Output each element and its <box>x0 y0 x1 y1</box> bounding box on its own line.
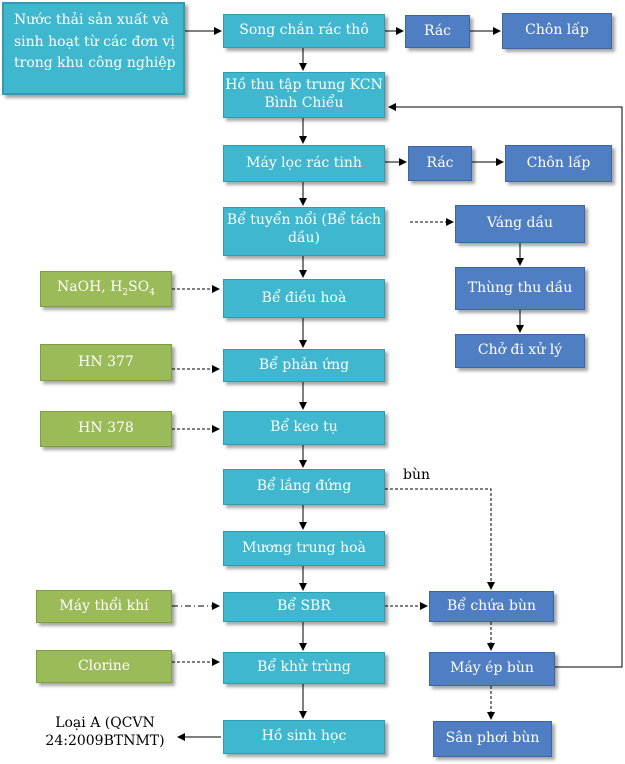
oil-tank-box: Thùng thu dầu <box>455 267 585 310</box>
hn378-box: HN 378 <box>40 411 172 447</box>
arrow-press-return-to-collect <box>388 103 623 668</box>
trash-box-2: Rác <box>408 146 472 181</box>
collection-pond-label: Hồ thu tập trung KCN Bình Chiểu <box>225 77 383 111</box>
coagulation-tank-label: Bể keo tụ <box>270 419 338 436</box>
trash-box-1: Rác <box>405 15 470 48</box>
chlorine-box: Clorine <box>36 650 172 683</box>
effluent-standard-line1: Loại A (QCVN <box>55 715 155 731</box>
air-blower-label: Máy thổi khí <box>59 597 149 614</box>
effluent-standard-line2: 24:2009BTNMT) <box>45 733 165 750</box>
sludge-flow-label: bùn <box>403 467 430 483</box>
neutralization-channel-label: Mương trung hoà <box>242 539 366 556</box>
oil-tank-label: Thùng thu dầu <box>467 279 573 296</box>
sbr-tank-label: Bể SBR <box>277 598 331 615</box>
sludge-tank-box: Bể chứa bùn <box>429 591 554 622</box>
settling-tank-label: Bể lắng đứng <box>256 478 352 495</box>
drying-bed-box: Sân phơi bùn <box>433 721 552 757</box>
chlorine-label: Clorine <box>77 657 131 674</box>
landfill-box-2: Chôn lấp <box>505 145 612 182</box>
coagulation-tank-box: Bể keo tụ <box>223 411 385 445</box>
hn377-box: HN 377 <box>40 344 172 381</box>
landfill-label-1: Chôn lấp <box>525 22 589 39</box>
coarse-screen-label: Song chắn rác thô <box>239 22 369 39</box>
sludge-press-label: Máy ép bùn <box>450 660 534 677</box>
neutralization-channel-box: Mương trung hoà <box>223 531 385 566</box>
collection-pond-box: Hồ thu tập trung KCN Bình Chiểu <box>223 72 385 118</box>
wastewater-source-label: Nước thải sản xuất và sinh hoạt từ các đ… <box>14 12 176 72</box>
oil-scum-box: Váng dầu <box>455 205 585 243</box>
oil-transport-box: Chở đi xử lý <box>455 334 585 368</box>
arrow-settling-sludge-to-tank <box>385 488 495 590</box>
oil-scum-label: Váng dầu <box>486 215 554 232</box>
drying-bed-label: Sân phơi bùn <box>445 730 540 747</box>
wastewater-source-box: Nước thải sản xuất và sinh hoạt từ các đ… <box>2 2 185 95</box>
disinfection-tank-label: Bể khử trùng <box>257 659 351 676</box>
landfill-label-2: Chôn lấp <box>526 154 591 171</box>
flotation-tank-box: Bể tuyển nổi (Bể tách dầu) <box>223 207 385 256</box>
fine-screen-box: Máy lọc rác tinh <box>223 145 385 182</box>
trash-label-2: Rác <box>426 154 454 171</box>
hn377-label: HN 377 <box>78 353 134 370</box>
disinfection-tank-box: Bể khử trùng <box>223 652 385 684</box>
naoh-h2so4-box: NaOH, H2SO4 <box>40 271 172 307</box>
landfill-box-1: Chôn lấp <box>502 13 612 49</box>
equalization-tank-box: Bể điều hoà <box>223 279 385 318</box>
oil-transport-label: Chở đi xử lý <box>477 342 563 359</box>
sludge-press-box: Máy ép bùn <box>429 652 555 686</box>
trash-label-1: Rác <box>423 22 452 39</box>
equalization-tank-label: Bể điều hoà <box>261 289 347 306</box>
flotation-tank-label: Bể tuyển nổi (Bể tách dầu) <box>226 212 382 246</box>
hn378-label: HN 378 <box>78 420 134 437</box>
effluent-standard-label: Loại A (QCVN 24:2009BTNMT) <box>32 714 178 750</box>
settling-tank-box: Bể lắng đứng <box>223 469 385 505</box>
air-blower-box: Máy thổi khí <box>36 590 172 623</box>
sbr-tank-box: Bể SBR <box>223 592 385 622</box>
naoh-h2so4-label: NaOH, H2SO4 <box>57 278 155 298</box>
biological-pond-box: Hồ sinh học <box>223 720 385 754</box>
sludge-tank-label: Bể chứa bùn <box>446 597 537 614</box>
fine-screen-label: Máy lọc rác tinh <box>246 154 362 171</box>
reaction-tank-label: Bể phản ứng <box>258 356 350 373</box>
coarse-screen-box: Song chắn rác thô <box>223 14 385 48</box>
reaction-tank-box: Bể phản ứng <box>223 349 385 382</box>
biological-pond-label: Hồ sinh học <box>261 728 347 745</box>
